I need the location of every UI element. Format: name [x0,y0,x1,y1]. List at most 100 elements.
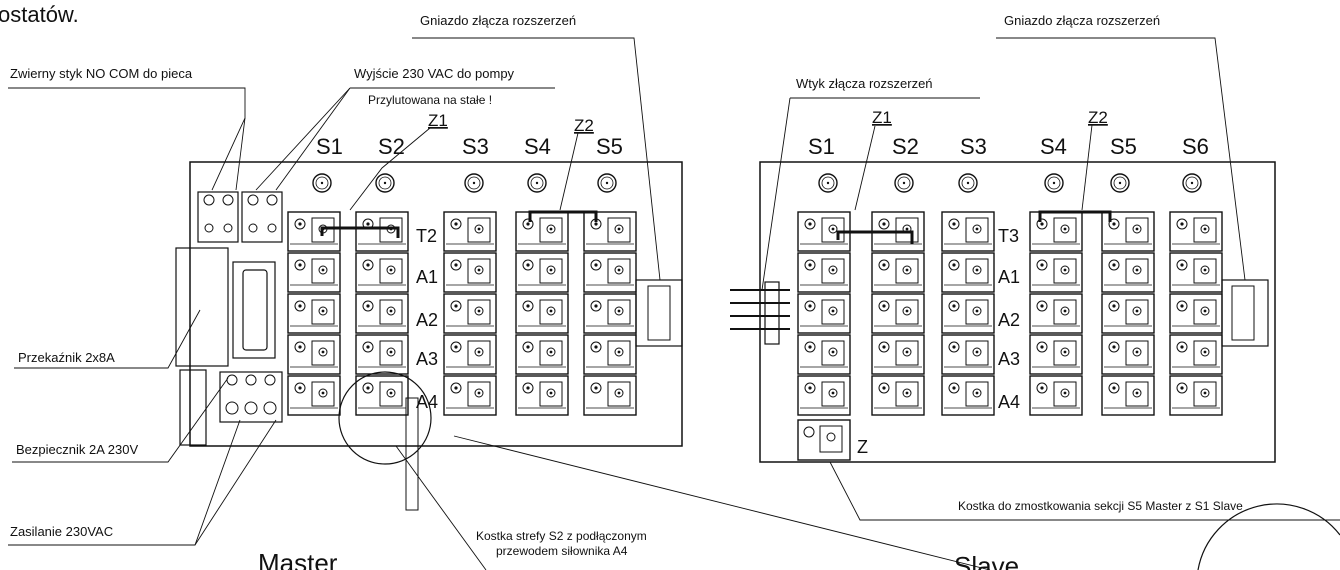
callout-zone-block-line2: przewodem siłownika A4 [496,544,628,558]
relay-base [179,369,207,446]
master-terminal-column-1 [287,211,341,416]
leader-zone-block [395,445,487,570]
fuse-holder [232,261,276,359]
slave-led-6 [1182,173,1202,193]
leader-z1-slave [854,125,876,211]
leader-bridge-block [829,461,1340,521]
slave-section-s3: S3 [960,134,987,159]
leader-relay-contact-2 [235,117,246,191]
slave-terminal-column-2 [871,211,925,416]
callout-relay-contact: Zwierny styk NO COM do pieca [10,66,193,81]
leader-power-2 [194,419,277,546]
power-terminal [219,371,283,423]
callout-bridge-block: Kostka do zmostkowania sekcji S5 Master … [958,499,1243,513]
relay-contact-terminal [197,191,283,243]
slave-terminal-blocks [797,173,1223,416]
master-zone-z2: Z2 [574,116,594,135]
callout-pump-output: Wyjście 230 VAC do pompy [354,66,515,81]
slave-led-4 [1044,173,1064,193]
slave-bridge-z2 [1038,210,1112,222]
master-section-s4: S4 [524,134,551,159]
callout-zone-block-line1: Kostka strefy S2 z podłączonym [476,529,647,543]
zoom-circle-master [338,371,432,465]
slave-section-s4: S4 [1040,134,1067,159]
slave-row-a1: A1 [998,267,1020,287]
leader-pump-output-2 [275,87,351,191]
leader-ext-plug [761,97,791,291]
master-bridge-z1 [320,226,400,238]
master-extension-socket [635,279,683,347]
master-led-2 [375,173,395,193]
leader-zoom-slave [453,435,991,570]
fuse [242,269,268,351]
leader-lines [8,37,1340,570]
slave-row-a3: A3 [998,349,1020,369]
slave-section-s1: S1 [808,134,835,159]
slave-led-1 [818,173,838,193]
slave-board [759,161,1276,463]
slave-terminal-column-5 [1101,211,1155,416]
callout-ext-socket-slave: Gniazdo złącza rozszerzeń [1004,13,1160,28]
master-section-s2: S2 [378,134,405,159]
master-led-4 [527,173,547,193]
master-row-a2: A2 [416,310,438,330]
slave-zone-z2: Z2 [1088,108,1108,127]
callout-ext-socket-master: Gniazdo złącza rozszerzeń [420,13,576,28]
master-terminal-column-4 [515,211,569,416]
master-zone-z1: Z1 [428,111,448,130]
leader-z2-slave [1081,124,1093,211]
slave-terminal-column-3 [941,211,995,416]
master-extension-socket-inner [647,285,671,341]
slave-terminal-column-6 [1169,211,1223,416]
slave-zone-z1: Z1 [872,108,892,127]
slave-section-s2: S2 [892,134,919,159]
slave-extension-socket-inner [1231,285,1255,341]
slave-row-a2: A2 [998,310,1020,330]
slave-terminal-column-1 [797,211,851,416]
bridge-block [797,419,851,461]
extension-plug [730,281,790,345]
master-led-5 [597,173,617,193]
slave-led-2 [894,173,914,193]
leader-relay-contact-1 [8,87,246,191]
slave-z-label: Z [857,437,868,457]
master-row-a4: A4 [416,392,438,412]
relay-body [175,247,229,367]
slave-row-t3: T3 [998,226,1019,246]
master-led-3 [464,173,484,193]
slave-bridge-z1 [836,230,914,244]
callout-relay: Przekaźnik 2x8A [18,350,115,365]
actuator-wire [405,397,419,511]
top-text-fragment: ostatów. [0,2,79,27]
leader-pump-output-1 [255,87,351,191]
master-row-a1: A1 [416,267,438,287]
callout-power: Zasilanie 230VAC [10,524,113,539]
master-terminal-column-5 [583,211,637,416]
callout-fuse: Bezpiecznik 2A 230V [16,442,138,457]
master-row-t2: T2 [416,226,437,246]
slave-terminal-column-4 [1029,211,1083,416]
master-bridge-z2 [528,210,598,222]
slave-extension-socket [1221,279,1269,347]
slave-section-s6: S6 [1182,134,1209,159]
callout-ext-plug: Wtyk złącza rozszerzeń [796,76,933,91]
zoom-circle-slave [1197,503,1340,570]
master-terminal-column-2 [355,211,409,416]
slave-row-a4: A4 [998,392,1020,412]
master-terminal-column-3 [443,211,497,416]
leader-relay [14,309,201,369]
slave-led-5 [1110,173,1130,193]
leader-fuse [12,377,229,463]
master-section-s5: S5 [596,134,623,159]
leader-ext-socket-master [412,37,661,281]
leader-ext-socket-slave [996,37,1246,281]
slave-section-s5: S5 [1110,134,1137,159]
slave-led-3 [958,173,978,193]
master-section-s1: S1 [316,134,343,159]
master-section-s3: S3 [462,134,489,159]
leader-z1-master [349,127,431,211]
master-led-1 [312,173,332,193]
slave-title: Slave [954,551,1019,570]
leader-z2-master [559,132,579,211]
